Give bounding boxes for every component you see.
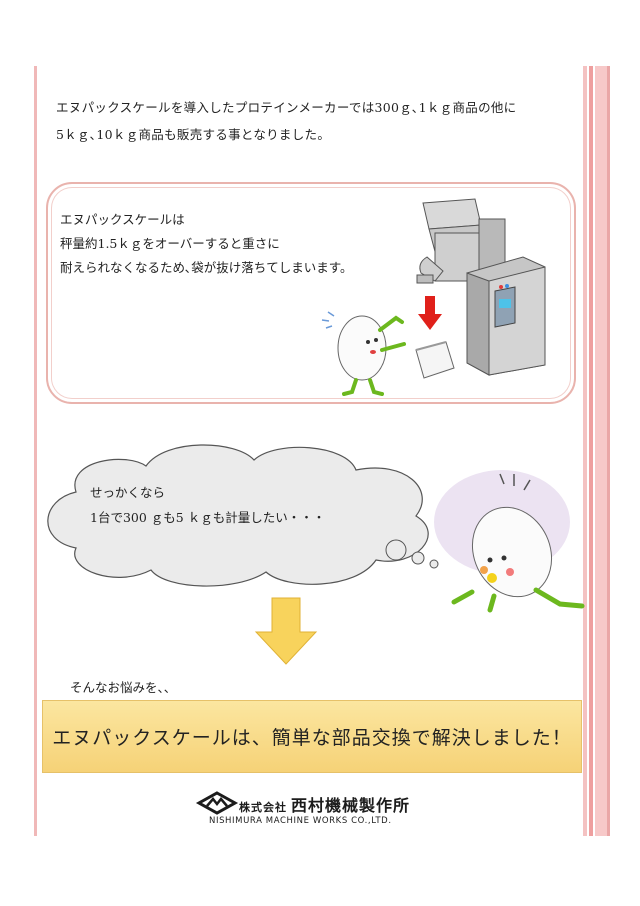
tired-mascot-illustration [434,470,585,613]
company-name-en: NISHIMURA MACHINE WORKS CO.,LTD. [209,816,392,826]
intro-line-1: エヌパックスケールを導入したプロテインメーカーでは300ｇ､1ｋｇ商品の他に [56,100,517,115]
problem-text: エヌパックスケールは 秤量約1.5ｋｇをオーバーすると重さに 耐えられなくなるた… [60,208,420,280]
thought-text: せっかくなら 1台で300 ｇも5 ｋｇも計量したい・・・ [90,480,390,530]
company-name: 株式会社西村機械製作所 [239,792,410,816]
page-border-left [34,66,37,836]
down-arrow-icon [254,597,318,665]
thought-cloud [47,444,439,587]
intro-text: エヌパックスケールを導入したプロテインメーカーでは300ｇ､1ｋｇ商品の他に 5… [56,94,586,148]
problem-box [46,182,576,404]
company-prefix: 株式会社 [239,801,287,814]
thought-line-2: 1台で300 ｇも5 ｋｇも計量したい・・・ [90,510,326,525]
company-name-jp: 西村機械製作所 [291,796,411,815]
company-logo: 株式会社西村機械製作所 NISHIMURA MACHINE WORKS CO.,… [195,789,437,831]
solution-banner: エヌパックスケールは、簡単な部品交換で解決しました！ [42,700,582,773]
problem-line-2: 秤量約1.5ｋｇをオーバーすると重さに [60,236,280,251]
surprised-mascot-illustration [321,311,406,396]
thought-line-1: せっかくなら [90,485,166,500]
company-logo-mark-icon [195,791,239,815]
falling-arrow-icon [418,296,442,330]
solution-banner-text: エヌパックスケールは、簡単な部品交換で解決しました！ [52,727,572,749]
falling-bag-icon [415,341,455,379]
problem-line-3: 耐えられなくなるため､袋が抜け落ちてしまいます。 [60,260,353,275]
scale-machine-illustration [416,198,546,376]
page-border-right [583,66,610,836]
intro-line-2: 5ｋｇ､10ｋｇ商品も販売する事となりました。 [56,127,331,142]
problem-line-1: エヌパックスケールは [60,212,185,227]
lead-text: そんなお悩みを、、 [70,680,177,695]
